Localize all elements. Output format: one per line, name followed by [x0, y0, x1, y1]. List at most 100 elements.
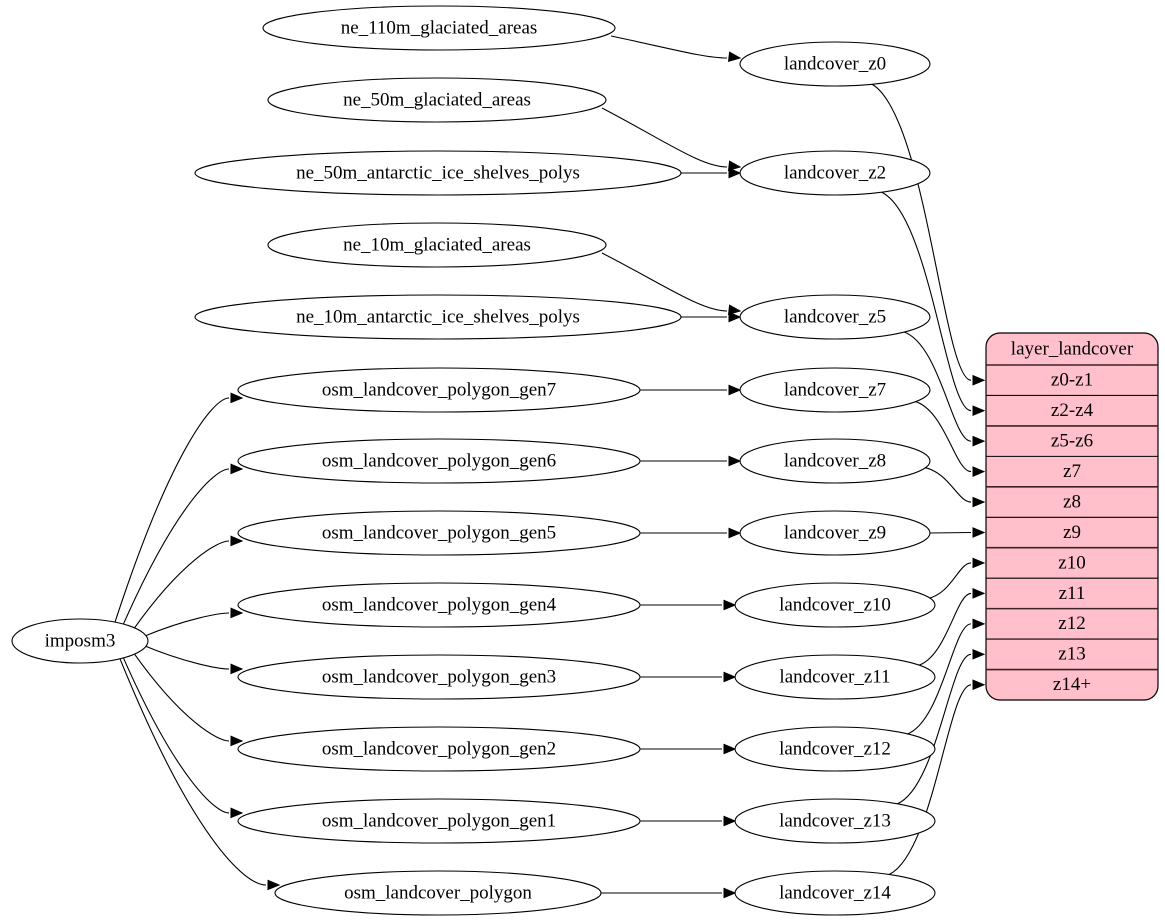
- node-shape-ne_50m_antarctic_ice_shelves_polys: [194, 150, 682, 196]
- node-osm_landcover_polygon_gen3[interactable]: osm_landcover_polygon_gen3: [237, 654, 641, 700]
- node-landcover_z12[interactable]: landcover_z12: [734, 726, 936, 772]
- table-row-z7[interactable]: z7: [1063, 461, 1081, 482]
- edge-landcover_z14-to-table-z14+-arrowhead: [972, 679, 986, 691]
- edge-osm_landcover_polygon_gen3-to-landcover_z11: [640, 671, 737, 683]
- node-landcover_z14[interactable]: landcover_z14: [734, 870, 936, 916]
- edge-osm_landcover_polygon_gen3-to-landcover_z11-arrowhead: [723, 671, 737, 683]
- layer-landcover-table: layer_landcover z0-z1 z2-z4 z5-z6 z7 z8 z9 z10 z…: [985, 332, 1159, 701]
- edge-imposm3-to-osm_landcover_polygon_gen2-arrowhead: [230, 735, 244, 747]
- node-osm_landcover_polygon[interactable]: osm_landcover_polygon: [274, 870, 602, 916]
- edge-osm_landcover_polygon_gen1-to-landcover_z13-arrowhead: [723, 815, 737, 827]
- node-imposm3[interactable]: imposm3: [11, 618, 149, 664]
- table-row-z12[interactable]: z12: [1058, 613, 1085, 634]
- node-shape-ne_110m_glaciated_areas: [262, 5, 616, 51]
- table-row-z11[interactable]: z11: [1059, 583, 1086, 604]
- table-row-z14+[interactable]: z14+: [1053, 674, 1091, 695]
- table-row-z10[interactable]: z10: [1058, 552, 1085, 573]
- node-shape-landcover_z9: [739, 510, 931, 556]
- node-shape-osm_landcover_polygon_gen2: [237, 726, 641, 772]
- edge-landcover_z2-to-table-z2-z4: [881, 191, 986, 417]
- node-landcover_z7[interactable]: landcover_z7: [739, 367, 931, 413]
- node-landcover_z8[interactable]: landcover_z8: [739, 438, 931, 484]
- edge-landcover_z12-to-table-z12: [906, 618, 986, 735]
- node-label-ne_50m_antarctic_ice_shelves_polys: ne_50m_antarctic_ice_shelves_polys: [296, 162, 580, 183]
- node-osm_landcover_polygon_gen6[interactable]: osm_landcover_polygon_gen6: [237, 438, 641, 484]
- edge-ne_110m_glaciated_areas-to-landcover_z0-line: [610, 35, 728, 59]
- edge-ne_50m_glaciated_areas-to-landcover_z2-arrowhead: [727, 160, 742, 171]
- node-label-landcover_z10: landcover_z10: [779, 594, 891, 615]
- edge-landcover_z2-to-table-z2-z4-line: [881, 191, 972, 412]
- table-row-z8[interactable]: z8: [1063, 491, 1081, 512]
- table-row-z9[interactable]: z9: [1063, 522, 1081, 543]
- edge-imposm3-to-osm_landcover_polygon_gen2-line: [132, 652, 230, 742]
- table-row-z2-z4[interactable]: z2-z4: [1051, 400, 1094, 421]
- node-shape-landcover_z7: [739, 367, 931, 413]
- edge-osm_landcover_polygon-to-landcover_z14-arrowhead: [723, 887, 737, 899]
- node-landcover_z11[interactable]: landcover_z11: [734, 654, 936, 700]
- node-landcover_z2[interactable]: landcover_z2: [739, 150, 931, 196]
- node-ne_10m_glaciated_areas[interactable]: ne_10m_glaciated_areas: [267, 222, 607, 268]
- edge-osm_landcover_polygon_gen7-to-landcover_z7: [640, 384, 742, 396]
- edge-imposm3-to-osm_landcover_polygon_gen4: [141, 607, 244, 638]
- table-row-z5-z6[interactable]: z5-z6: [1051, 430, 1093, 451]
- node-shape-osm_landcover_polygon_gen3: [237, 654, 641, 700]
- table-header-label: layer_landcover: [1011, 338, 1134, 359]
- node-label-imposm3: imposm3: [45, 630, 116, 651]
- table-row-z0-z1[interactable]: z0-z1: [1051, 370, 1093, 391]
- edge-osm_landcover_polygon_gen5-to-landcover_z9: [640, 527, 742, 539]
- node-label-ne_10m_glaciated_areas: ne_10m_glaciated_areas: [343, 234, 531, 255]
- node-shape-landcover_z5: [739, 294, 931, 340]
- node-landcover_z5[interactable]: landcover_z5: [739, 294, 931, 340]
- node-label-landcover_z14: landcover_z14: [779, 882, 891, 903]
- edge-osm_landcover_polygon_gen1-to-landcover_z13: [640, 815, 737, 827]
- node-osm_landcover_polygon_gen1[interactable]: osm_landcover_polygon_gen1: [237, 798, 641, 844]
- edge-ne_10m_antarctic_ice_shelves_polys-to-landcover_z5: [681, 311, 742, 323]
- table-row-z13[interactable]: z13: [1058, 644, 1085, 665]
- node-ne_50m_glaciated_areas[interactable]: ne_50m_glaciated_areas: [267, 77, 607, 123]
- node-shape-osm_landcover_polygon: [274, 870, 602, 916]
- node-ne_110m_glaciated_areas[interactable]: ne_110m_glaciated_areas: [262, 5, 616, 51]
- node-shape-osm_landcover_polygon_gen7: [237, 367, 641, 413]
- edge-landcover_z8-to-table-z8-line: [922, 466, 972, 503]
- node-osm_landcover_polygon_gen2[interactable]: osm_landcover_polygon_gen2: [237, 726, 641, 772]
- edge-landcover_z14-to-table-z14+-line: [888, 684, 972, 876]
- edge-landcover_z7-to-table-z7-line: [913, 400, 972, 473]
- edge-landcover_z7-to-table-z7-arrowhead: [972, 466, 986, 477]
- edge-landcover_z0-to-table-z0-z1: [871, 83, 986, 386]
- edge-imposm3-to-osm_landcover_polygon_gen6: [122, 463, 244, 626]
- edge-landcover_z14-to-table-z14+: [888, 679, 986, 876]
- node-osm_landcover_polygon_gen7[interactable]: osm_landcover_polygon_gen7: [237, 367, 641, 413]
- node-osm_landcover_polygon_gen5[interactable]: osm_landcover_polygon_gen5: [237, 510, 641, 556]
- node-shape-landcover_z13: [734, 798, 936, 844]
- node-label-osm_landcover_polygon_gen4: osm_landcover_polygon_gen4: [322, 594, 557, 615]
- node-ne_50m_antarctic_ice_shelves_polys[interactable]: ne_50m_antarctic_ice_shelves_polys: [194, 150, 682, 196]
- edge-imposm3-to-osm_landcover_polygon_gen1: [122, 656, 244, 819]
- node-label-landcover_z0: landcover_z0: [784, 53, 886, 74]
- node-label-landcover_z12: landcover_z12: [779, 738, 891, 759]
- table-group[interactable]: layer_landcover z0-z1 z2-z4 z5-z6 z7 z8 z9 z10 z…: [985, 332, 1159, 701]
- node-landcover_z10[interactable]: landcover_z10: [734, 582, 936, 628]
- node-landcover_z0[interactable]: landcover_z0: [739, 41, 931, 87]
- node-label-landcover_z13: landcover_z13: [779, 810, 891, 831]
- edge-imposm3-to-osm_landcover_polygon_gen3: [141, 644, 244, 675]
- edge-imposm3-to-osm_landcover_polygon_gen1-arrowhead: [230, 807, 244, 819]
- edge-landcover_z11-to-table-z11-arrowhead: [972, 588, 986, 599]
- edge-osm_landcover_polygon-to-landcover_z14: [601, 887, 737, 899]
- node-shape-ne_10m_glaciated_areas: [267, 222, 607, 268]
- edge-osm_landcover_polygon_gen4-to-landcover_z10: [640, 599, 737, 611]
- node-osm_landcover_polygon_gen4[interactable]: osm_landcover_polygon_gen4: [237, 582, 641, 628]
- edge-imposm3-to-osm_landcover_polygon_gen6-arrowhead: [230, 463, 244, 475]
- node-landcover_z9[interactable]: landcover_z9: [739, 510, 931, 556]
- node-landcover_z13[interactable]: landcover_z13: [734, 798, 936, 844]
- node-label-osm_landcover_polygon_gen1: osm_landcover_polygon_gen1: [322, 810, 556, 831]
- edges-layer: [114, 35, 986, 899]
- edge-imposm3-to-osm_landcover_polygon_gen3-arrowhead: [230, 663, 244, 675]
- edge-landcover_z9-to-table-z9: [929, 527, 986, 538]
- edge-ne_10m_glaciated_areas-to-landcover_z5-line: [601, 252, 728, 312]
- edge-imposm3-to-osm_landcover_polygon-arrowhead: [267, 879, 281, 891]
- edge-imposm3-to-osm_landcover_polygon_gen7: [114, 392, 244, 624]
- node-ne_10m_antarctic_ice_shelves_polys[interactable]: ne_10m_antarctic_ice_shelves_polys: [194, 294, 682, 340]
- edge-osm_landcover_polygon_gen6-to-landcover_z8: [640, 455, 742, 467]
- edge-landcover_z0-to-table-z0-z1-line: [871, 83, 972, 381]
